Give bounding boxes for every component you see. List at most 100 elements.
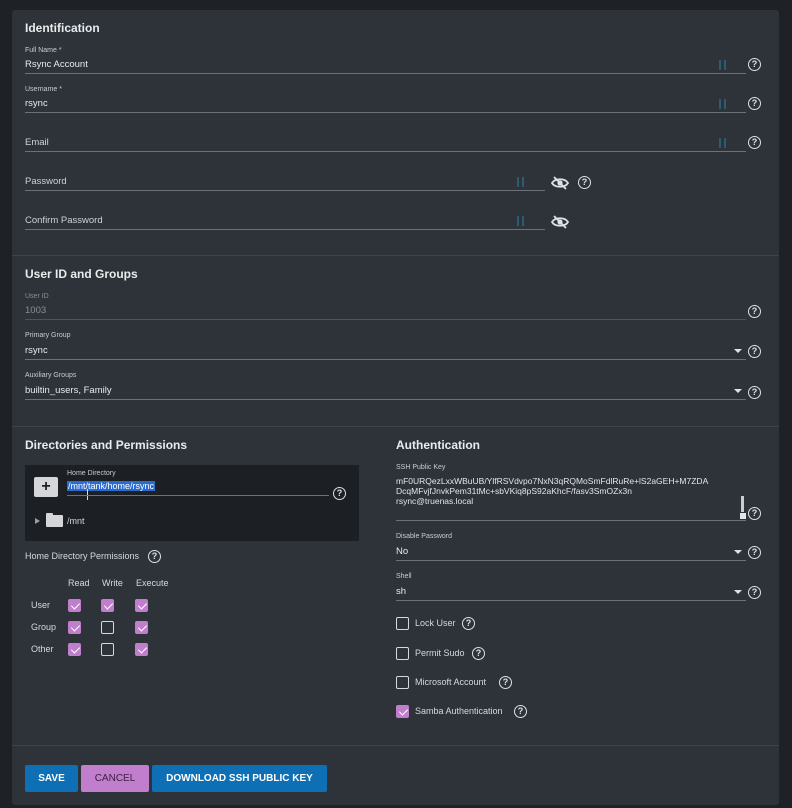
- disable-password-label: Disable Password: [396, 533, 453, 540]
- samba-auth-label[interactable]: Samba Authentication: [415, 706, 503, 716]
- password-manager-icon[interactable]: [517, 216, 524, 226]
- permit-sudo-help-icon[interactable]: ?: [472, 647, 485, 660]
- resize-handle-icon[interactable]: [740, 513, 746, 519]
- user-id-input: 1003: [25, 305, 47, 316]
- lock-user-checkbox[interactable]: [396, 617, 409, 630]
- username-label: Username *: [25, 86, 62, 93]
- perm-group-execute-checkbox[interactable]: [135, 621, 148, 634]
- perm-group-read-checkbox[interactable]: [68, 621, 81, 634]
- authentication-title: Authentication: [396, 438, 480, 452]
- password-help-icon[interactable]: ?: [578, 176, 591, 189]
- expand-arrow-icon[interactable]: [35, 518, 40, 524]
- user-id-label: User ID: [25, 293, 49, 300]
- user-id-groups-title: User ID and Groups: [25, 267, 138, 281]
- lock-user-help-icon[interactable]: ?: [462, 617, 475, 630]
- permit-sudo-checkbox[interactable]: [396, 647, 409, 660]
- disable-password-underline: [396, 560, 746, 561]
- full-name-underline: [25, 73, 746, 74]
- email-underline: [25, 151, 746, 152]
- home-directory-help-icon[interactable]: ?: [333, 487, 346, 500]
- username-help-icon[interactable]: ?: [748, 97, 761, 110]
- ssh-key-line: rsync@truenas.local: [396, 496, 474, 506]
- perm-row-user: User: [31, 600, 51, 610]
- perm-col-read: Read: [68, 578, 90, 588]
- download-ssh-key-button[interactable]: DOWNLOAD SSH PUBLIC KEY: [152, 765, 327, 792]
- user-id-help-icon[interactable]: ?: [748, 305, 761, 318]
- user-id-underline: [25, 319, 746, 320]
- aux-groups-underline: [25, 399, 746, 400]
- email-input[interactable]: Email: [25, 137, 49, 148]
- email-help-icon[interactable]: ?: [748, 136, 761, 149]
- shell-label: Shell: [396, 573, 412, 580]
- lock-user-label[interactable]: Lock User: [415, 618, 456, 628]
- samba-auth-checkbox[interactable]: [396, 705, 409, 718]
- ssh-key-help-icon[interactable]: ?: [748, 507, 761, 520]
- microsoft-account-label[interactable]: Microsoft Account: [415, 677, 487, 687]
- perm-row-group: Group: [31, 622, 57, 632]
- chevron-down-icon[interactable]: [734, 590, 742, 594]
- folder-tab: [46, 513, 53, 516]
- save-button[interactable]: SAVE: [25, 765, 78, 792]
- password-input[interactable]: Password: [25, 176, 67, 187]
- primary-group-select[interactable]: rsync: [25, 345, 48, 356]
- home-directory-label: Home Directory: [67, 470, 116, 477]
- ssh-key-label: SSH Public Key: [396, 464, 446, 471]
- permit-sudo-label[interactable]: Permit Sudo: [415, 648, 465, 658]
- password-manager-icon[interactable]: [719, 60, 726, 70]
- confirm-password-underline: [25, 229, 545, 230]
- chevron-down-icon[interactable]: [734, 389, 742, 393]
- section-divider: [12, 426, 779, 427]
- perm-other-read-checkbox[interactable]: [68, 643, 81, 656]
- shell-help-icon[interactable]: ?: [748, 586, 761, 599]
- full-name-help-icon[interactable]: ?: [748, 58, 761, 71]
- home-directory-input[interactable]: /mnt/tank/home/rsync: [67, 481, 156, 491]
- microsoft-account-help-icon[interactable]: ?: [499, 676, 512, 689]
- visibility-off-icon[interactable]: [551, 215, 569, 229]
- ssh-key-textarea[interactable]: mF0URQezLxxWBuUB/YlfRSVdvpo7NxN3qRQMoSmF…: [396, 476, 740, 506]
- ssh-key-line: mF0URQezLxxWBuUB/YlfRSVdvpo7NxN3qRQMoSmF…: [396, 476, 709, 486]
- section-divider: [12, 255, 779, 256]
- aux-groups-select[interactable]: builtin_users, Family: [25, 385, 112, 396]
- add-folder-icon[interactable]: +: [34, 477, 58, 497]
- cancel-button[interactable]: CANCEL: [81, 765, 149, 792]
- password-manager-icon[interactable]: [719, 138, 726, 148]
- password-manager-icon[interactable]: [517, 177, 524, 187]
- permissions-help-icon[interactable]: ?: [148, 550, 161, 563]
- perm-other-execute-checkbox[interactable]: [135, 643, 148, 656]
- home-directory-underline: [67, 495, 329, 496]
- password-underline: [25, 190, 545, 191]
- folder-icon: [46, 515, 63, 527]
- samba-auth-help-icon[interactable]: ?: [514, 705, 527, 718]
- shell-underline: [396, 600, 746, 601]
- tree-node-mnt[interactable]: /mnt: [67, 516, 85, 526]
- disable-password-select[interactable]: No: [396, 546, 409, 557]
- primary-group-label: Primary Group: [25, 332, 71, 339]
- visibility-off-icon[interactable]: [551, 176, 569, 190]
- aux-groups-help-icon[interactable]: ?: [748, 386, 761, 399]
- shell-select[interactable]: sh: [396, 586, 407, 597]
- perm-group-write-checkbox[interactable]: [101, 621, 114, 634]
- microsoft-account-checkbox[interactable]: [396, 676, 409, 689]
- chevron-down-icon[interactable]: [734, 349, 742, 353]
- ssh-key-underline: [396, 520, 746, 521]
- text-cursor-icon: [87, 489, 88, 500]
- perm-user-write-checkbox[interactable]: [101, 599, 114, 612]
- textarea-scrollbar[interactable]: [741, 496, 744, 512]
- password-manager-icon[interactable]: [719, 99, 726, 109]
- perm-user-read-checkbox[interactable]: [68, 599, 81, 612]
- username-input[interactable]: rsync: [25, 98, 48, 109]
- perm-col-write: Write: [102, 578, 123, 588]
- full-name-label: Full Name *: [25, 47, 62, 54]
- directories-title: Directories and Permissions: [25, 438, 188, 452]
- perm-user-execute-checkbox[interactable]: [135, 599, 148, 612]
- username-underline: [25, 112, 746, 113]
- disable-password-help-icon[interactable]: ?: [748, 546, 761, 559]
- primary-group-help-icon[interactable]: ?: [748, 345, 761, 358]
- section-divider: [12, 745, 779, 746]
- perm-col-execute: Execute: [136, 578, 169, 588]
- chevron-down-icon[interactable]: [734, 550, 742, 554]
- identification-title: Identification: [25, 21, 100, 35]
- full-name-input[interactable]: Rsync Account: [25, 59, 88, 70]
- confirm-password-input[interactable]: Confirm Password: [25, 215, 103, 226]
- perm-other-write-checkbox[interactable]: [101, 643, 114, 656]
